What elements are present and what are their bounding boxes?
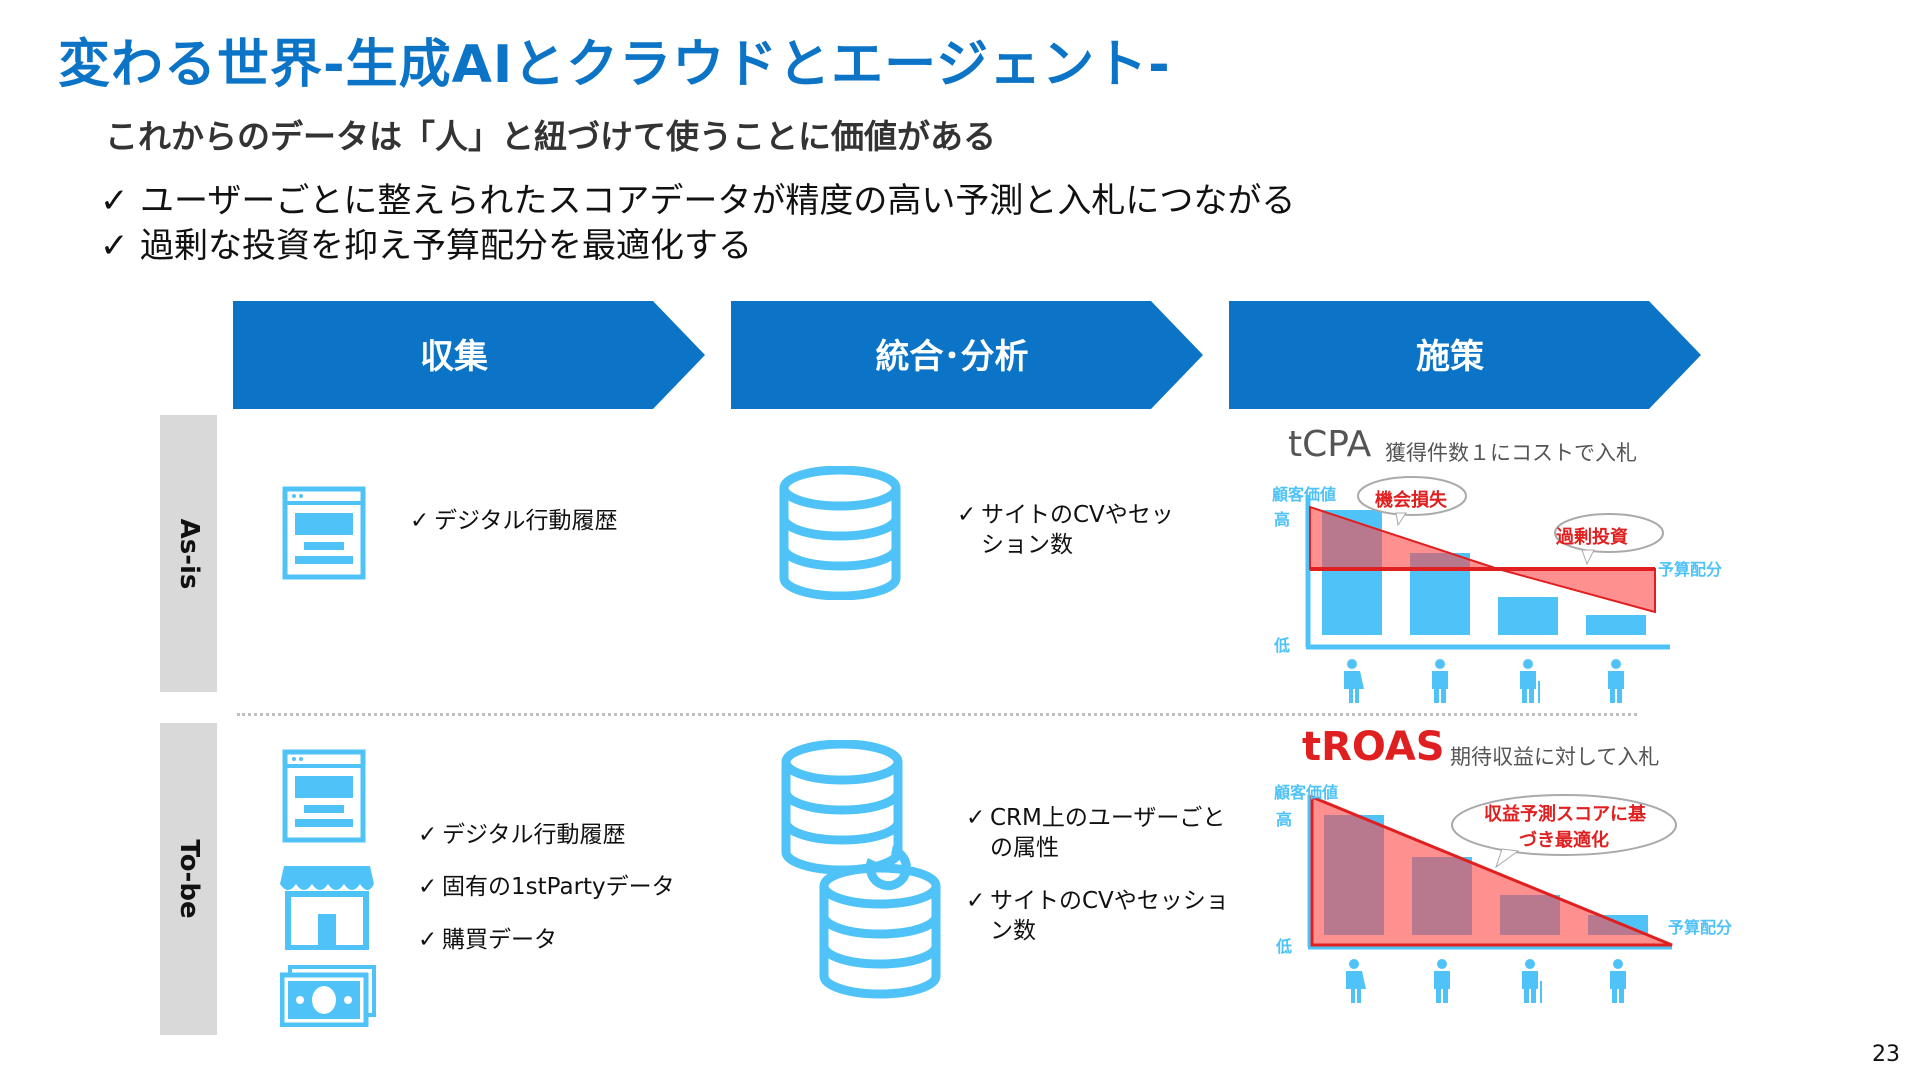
flow-step-collect: 収集 bbox=[233, 301, 705, 409]
person-icon bbox=[1432, 659, 1448, 703]
check-item-text: ション数 bbox=[981, 532, 1073, 558]
check-item: ✓デジタル行動履歴 bbox=[418, 820, 626, 850]
troas-chart bbox=[1307, 794, 1677, 1003]
person-icon bbox=[1344, 659, 1364, 703]
check-icon: ✓ bbox=[100, 181, 129, 221]
web-page-icon bbox=[282, 486, 366, 580]
flow-step-label: 施策 bbox=[1416, 337, 1484, 377]
check-icon: ✓ bbox=[410, 508, 430, 534]
bubble-text: 収益予測スコアに基 bbox=[1484, 804, 1646, 825]
chart-low-label: 低 bbox=[1276, 937, 1293, 956]
check-icon: ✓ bbox=[418, 874, 438, 900]
check-icon: ✓ bbox=[418, 927, 438, 953]
check-item-text: 固有の1stPartyデータ bbox=[442, 874, 675, 900]
flow-step-action: 施策 bbox=[1229, 301, 1701, 409]
check-icon: ✓ bbox=[100, 226, 129, 266]
chevron-arrow-shape bbox=[731, 301, 1203, 409]
row-label-as-is: As-is bbox=[160, 415, 217, 692]
check-item-text: デジタル行動履歴 bbox=[442, 822, 626, 848]
bullet-text: ユーザーごとに整えられたスコアデータが精度の高い予測と入札につながる bbox=[140, 181, 1296, 221]
check-item: ✓CRM上のユーザーごと の属性 bbox=[966, 803, 1225, 863]
chart-high-label: 高 bbox=[1274, 510, 1291, 529]
check-item-text: 購買データ bbox=[442, 927, 557, 953]
troas-title: tROAS bbox=[1302, 724, 1445, 770]
bubble-text: づき最適化 bbox=[1519, 830, 1609, 851]
check-item-text: サイトのCVやセッショ bbox=[990, 888, 1229, 914]
link-icon bbox=[865, 845, 911, 891]
check-item-text: の属性 bbox=[990, 835, 1059, 861]
check-item: ✓購買データ bbox=[418, 925, 557, 955]
tcpa-title: tCPA bbox=[1288, 424, 1372, 465]
row-label-text: As-is bbox=[173, 518, 204, 589]
troas-description: 期待収益に対して入札 bbox=[1450, 745, 1660, 769]
chart-high-label: 高 bbox=[1276, 810, 1293, 829]
check-icon: ✓ bbox=[957, 502, 977, 528]
chart-bar bbox=[1498, 597, 1558, 635]
page-subtitle: これからのデータは「人」と紐づけて使うことに価値がある bbox=[105, 117, 996, 156]
check-item-text: デジタル行動履歴 bbox=[434, 508, 618, 534]
person-icon bbox=[1610, 959, 1626, 1003]
bubble-text: 過剰投資 bbox=[1556, 527, 1628, 548]
bullet-item: ✓ ユーザーごとに整えられたスコアデータが精度の高い予測と入札につながる bbox=[100, 173, 1295, 222]
check-item: ✓サイトのCVやセッ ション数 bbox=[957, 500, 1174, 560]
chevron-arrow-shape bbox=[233, 301, 705, 409]
check-icon: ✓ bbox=[418, 822, 438, 848]
chevron-arrow-shape bbox=[1229, 301, 1701, 409]
flow-step-label: 収集 bbox=[420, 337, 488, 377]
check-item-text: ン数 bbox=[990, 918, 1036, 944]
bullet-text: 過剰な投資を抑え予算配分を最適化する bbox=[140, 226, 752, 266]
optimized-budget-area bbox=[1310, 794, 1673, 947]
person-icon bbox=[1434, 959, 1450, 1003]
person-icon bbox=[1346, 959, 1366, 1003]
check-item: ✓固有の1stPartyデータ bbox=[418, 872, 675, 902]
row-label-to-be: To-be bbox=[160, 723, 217, 1035]
person-icon bbox=[1520, 659, 1540, 703]
row-label-text: To-be bbox=[173, 839, 204, 919]
tcpa-chart bbox=[1305, 476, 1670, 703]
web-page-icon bbox=[282, 749, 366, 843]
store-icon bbox=[280, 866, 374, 950]
speech-bubble bbox=[1554, 513, 1664, 553]
money-icon bbox=[280, 965, 376, 1027]
check-icon: ✓ bbox=[966, 888, 986, 914]
linked-databases-icon bbox=[781, 740, 941, 999]
chart-y-label: 顧客価値 bbox=[1274, 783, 1339, 802]
chart-budget-label: 予算配分 bbox=[1658, 560, 1723, 579]
page-title: 変わる世界-生成AIとクラウドとエージェント- bbox=[58, 35, 1171, 95]
flow-step-analyze: 統合･分析 bbox=[731, 301, 1203, 409]
chart-bar bbox=[1586, 615, 1646, 635]
check-item: ✓デジタル行動履歴 bbox=[410, 506, 618, 536]
page-number: 23 bbox=[1872, 1042, 1900, 1067]
check-item-text: サイトのCVやセッ bbox=[981, 502, 1174, 528]
chart-budget-label: 予算配分 bbox=[1668, 918, 1733, 937]
bubble-text: 機会損失 bbox=[1375, 490, 1447, 511]
check-icon: ✓ bbox=[966, 805, 986, 831]
chart-low-label: 低 bbox=[1274, 636, 1291, 655]
person-icon bbox=[1522, 959, 1542, 1003]
check-item-text: CRM上のユーザーごと bbox=[990, 805, 1226, 831]
flow-step-label: 統合･分析 bbox=[875, 337, 1029, 377]
speech-bubble bbox=[1357, 476, 1467, 516]
database-icon bbox=[779, 466, 901, 600]
chart-y-label: 顧客価値 bbox=[1272, 485, 1337, 504]
person-icon bbox=[1608, 659, 1624, 703]
tcpa-description: 獲得件数１にコストで入札 bbox=[1385, 441, 1637, 465]
bullet-item: ✓ 過剰な投資を抑え予算配分を最適化する bbox=[100, 218, 752, 267]
row-divider bbox=[237, 713, 1637, 716]
check-item: ✓サイトのCVやセッショ ン数 bbox=[966, 886, 1229, 946]
speech-bubble bbox=[1451, 794, 1677, 856]
